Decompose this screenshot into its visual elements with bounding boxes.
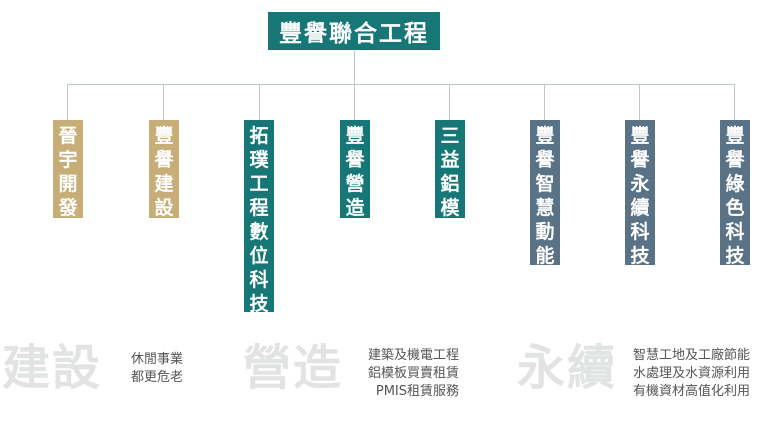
branch-connector-6 — [544, 84, 545, 120]
desc-line: 建築及機電工程 — [368, 348, 460, 363]
desc-line: 水處理及水資源利用 — [633, 366, 751, 381]
root-label: 豐譽聯合工程 — [279, 21, 429, 47]
desc-line: 智慧工地及工廠節能 — [633, 348, 751, 363]
node-fengyu-builder: 豐譽營造 — [340, 120, 370, 219]
node-fengyu-smart: 豐譽智慧動能 — [530, 120, 560, 267]
desc-line: 鋁模板買賣租賃 — [368, 366, 460, 381]
node-fengyu-sustain: 豐譽永續科技 — [625, 120, 655, 267]
branch-connector-8 — [734, 84, 735, 120]
branch-connector-7 — [639, 84, 640, 120]
node-sanyi: 三益鋁模 — [435, 120, 465, 219]
node-label: 豐譽建設 — [154, 125, 174, 219]
node-fengyu-construction: 豐譽建設 — [149, 120, 179, 219]
category-title-sustainability: 永續 — [517, 340, 618, 396]
desc-line: 休閒事業 — [131, 352, 184, 367]
horizontal-connector — [67, 84, 735, 85]
category-title-construction: 建設 — [2, 340, 103, 396]
node-jinyu: 晉宇開發 — [53, 120, 83, 219]
node-label: 豐譽永續科技 — [630, 125, 650, 267]
branch-connector-4 — [354, 84, 355, 120]
branch-connector-3 — [259, 84, 260, 120]
node-label: 豐譽智慧動能 — [535, 125, 555, 267]
branch-connector-5 — [449, 84, 450, 120]
node-label: 晉宇開發 — [58, 125, 78, 219]
node-label: 拓璞工程數位科技 — [249, 125, 269, 315]
category-desc-construction: 休閒事業 都更危老 — [131, 351, 183, 387]
category-desc-building: 建築及機電工程 鋁模板買賣租賃 PMIS租賃服務 — [368, 347, 459, 401]
category-desc-sustainability: 智慧工地及工廠節能 水處理及水資源利用 有機資材高值化利用 — [633, 347, 750, 401]
desc-line: 都更危老 — [131, 370, 184, 385]
node-label: 三益鋁模 — [440, 125, 460, 219]
category-title-building: 營造 — [243, 340, 344, 396]
node-label: 豐譽營造 — [345, 125, 365, 219]
desc-line: PMIS租賃服務 — [375, 384, 460, 399]
node-fengyu-green: 豐譽綠色科技 — [720, 120, 750, 267]
root-node: 豐譽聯合工程 — [268, 12, 440, 50]
branch-connector-2 — [163, 84, 164, 120]
node-label: 豐譽綠色科技 — [725, 125, 745, 267]
node-tuopu: 拓璞工程數位科技 — [244, 120, 274, 315]
desc-line: 有機資材高值化利用 — [633, 384, 751, 399]
branch-connector-1 — [67, 84, 68, 120]
root-connector — [354, 50, 355, 84]
